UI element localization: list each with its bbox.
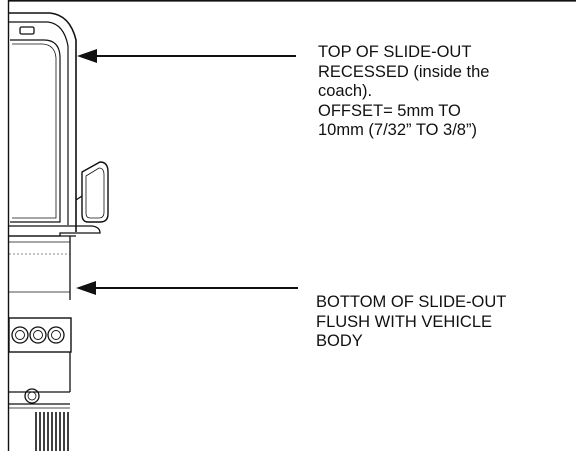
callout-line: coach). [318, 82, 373, 100]
taillight-housing [8, 317, 72, 353]
callout-bottom-of-slide-out: BOTTOM OF SLIDE-OUT FLUSH WITH VEHICLE B… [316, 293, 506, 352]
callout-line: 10mm (7/32” TO 3/8”) [318, 121, 477, 139]
mirror-arm [75, 195, 83, 201]
taillight-icon [47, 326, 65, 344]
callout-top-of-slide-out: TOP OF SLIDE-OUT RECESSED (inside the co… [318, 43, 490, 141]
reflector-icon [24, 388, 40, 404]
window-inner-line [12, 43, 57, 219]
callout-line: TOP OF SLIDE-OUT [318, 43, 472, 61]
slide-out-top-housing [9, 12, 77, 232]
mirror-icon [81, 161, 109, 223]
marker-light-icon [19, 26, 35, 35]
arrow-top-leader [77, 49, 296, 63]
callout-line: RECESSED (inside the [318, 62, 490, 81]
callout-line: BODY [316, 332, 363, 350]
arrow-bottom-leader [76, 281, 298, 295]
window-pane [10, 39, 61, 223]
taillight-icon [29, 326, 47, 344]
mirror-glass [85, 167, 105, 219]
callout-line: BOTTOM OF SLIDE-OUT [316, 293, 507, 311]
tire-tread [35, 412, 69, 451]
callout-line: OFFSET= 5mm TO [318, 101, 461, 120]
slide-out-inner-edge [9, 21, 69, 225]
vehicle-side-illustration [8, 12, 109, 409]
sill-bracket [9, 225, 101, 237]
callout-line: FLUSH WITH VEHICLE [316, 312, 493, 331]
taillight-icon [11, 326, 29, 344]
